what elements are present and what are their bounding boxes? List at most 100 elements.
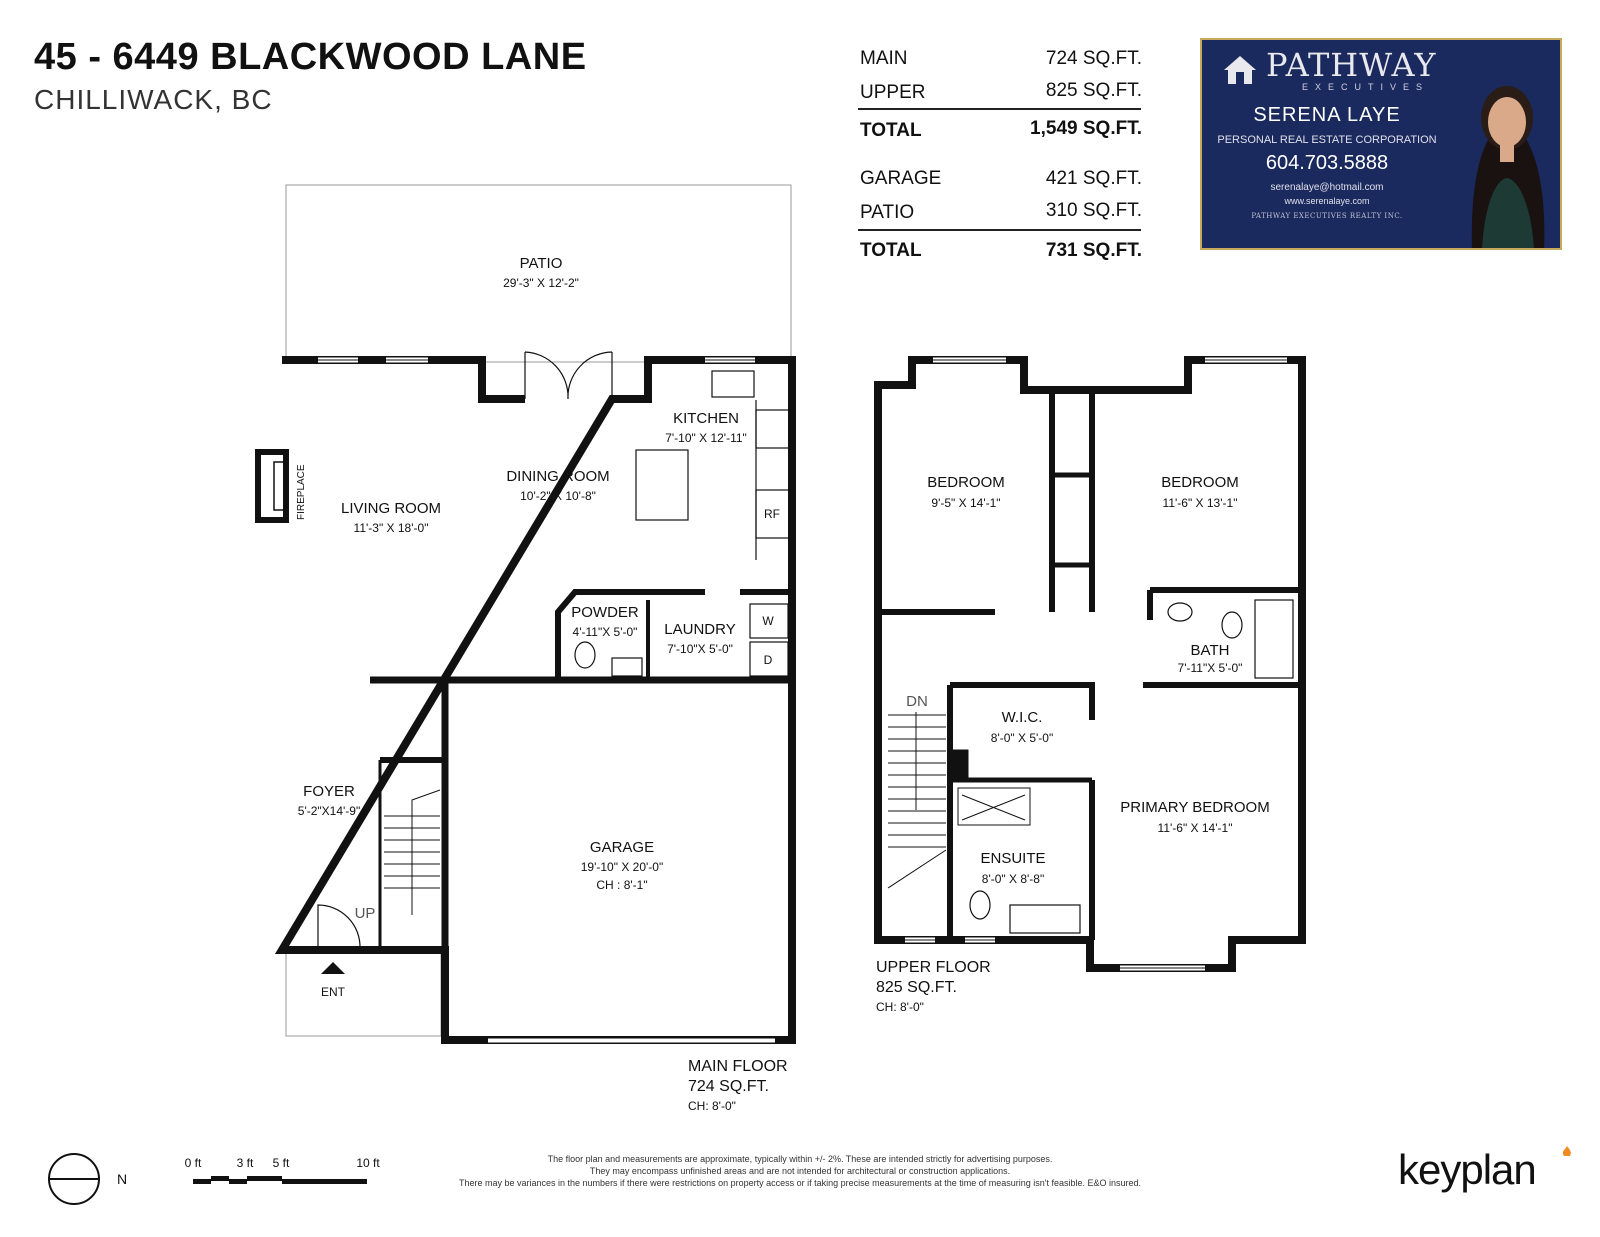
upper-floor-ceiling: CH: 8'-0" <box>876 1000 924 1014</box>
scale-label-3: 3 ft <box>237 1156 254 1170</box>
room-dims-wic: 8'-0" X 5'-0" <box>991 731 1053 745</box>
room-dims-living: 11'-3" X 18'-0" <box>354 521 429 535</box>
disclaimer-line-2: They may encompass unfinished areas and … <box>589 1166 1011 1176</box>
chase <box>949 749 969 781</box>
room-dims-primary-bedroom: 11'-6" X 14'-1" <box>1158 821 1233 835</box>
area-label-total2: TOTAL <box>860 240 922 261</box>
area-label-total1: TOTAL <box>860 120 922 141</box>
room-name-dining: DINING ROOM <box>506 468 609 485</box>
powder-wall <box>555 589 705 680</box>
fireplace-insert <box>273 461 287 511</box>
kitchen-range <box>755 409 791 449</box>
powder-sink <box>611 657 643 677</box>
area-value-total2: 731 SQ.FT. <box>1045 240 1142 261</box>
keyplan-flame-icon <box>1562 1146 1571 1156</box>
room-dims-garage: 19'-10" X 20'-0" <box>581 860 663 874</box>
upper-floor-area: 825 SQ.FT. <box>876 979 957 996</box>
area-value-total1: 1,549 SQ.FT. <box>1030 118 1142 139</box>
main-floor-ceiling: CH: 8'-0" <box>688 1099 736 1113</box>
dryer <box>749 641 789 677</box>
dn-label: DN <box>906 693 928 710</box>
room-name-living: LIVING ROOM <box>341 500 441 517</box>
room-ceiling-garage: CH : 8'-1" <box>596 878 647 892</box>
bath-sink <box>1167 602 1193 622</box>
agent-title: PERSONAL REAL ESTATE CORPORATION <box>1217 134 1437 146</box>
patio-door <box>524 351 613 400</box>
washer-label: W <box>762 614 774 628</box>
area-divider <box>858 108 1141 110</box>
agent-logo: PATHWAY <box>1266 46 1437 84</box>
room-name-powder: POWDER <box>571 604 639 621</box>
area-label-main: MAIN <box>860 48 908 69</box>
room-dims-bedroom-2: 11'-6" X 13'-1" <box>1163 496 1238 510</box>
room-name-wic: W.I.C. <box>1002 709 1043 726</box>
room-dims-laundry: 7'-10"X 5'-0" <box>667 642 733 656</box>
agent-phone: 604.703.5888 <box>1265 152 1389 174</box>
powder-toilet <box>574 641 596 669</box>
disclaimer: The floor plan and measurements are appr… <box>380 1153 1220 1189</box>
washer <box>749 603 789 639</box>
room-name-bedroom-1: BEDROOM <box>927 474 1005 491</box>
agent-name: SERENA LAYE <box>1253 104 1401 126</box>
property-address: 45 - 6449 BLACKWOOD LANE <box>34 36 587 78</box>
area-label-patio: PATIO <box>860 202 915 223</box>
area-value-garage: 421 SQ.FT. <box>1045 168 1142 189</box>
upper-stairs <box>887 712 947 889</box>
house-logo-icon <box>1224 56 1256 84</box>
room-name-foyer: FOYER <box>303 783 355 800</box>
closet-dividers <box>1052 472 1092 568</box>
north-label: N <box>117 1171 127 1187</box>
room-name-laundry: LAUNDRY <box>664 621 735 638</box>
entry-door <box>317 904 361 949</box>
bath-toilet <box>1221 611 1243 639</box>
wic-walls <box>950 682 1095 940</box>
upper-room-labels: BEDROOM 9'-5" X 14'-1" BEDROOM 11'-6" X … <box>876 474 1270 1014</box>
bathtub <box>1254 599 1294 679</box>
scale-bar: 0 ft 3 ft 5 ft 10 ft <box>185 1156 380 1184</box>
area-label-upper: UPPER <box>860 82 926 103</box>
area-value-patio: 310 SQ.FT. <box>1045 200 1142 221</box>
agent-email: serenalaye@hotmail.com <box>1270 182 1384 193</box>
disclaimer-line-1: The floor plan and measurements are appr… <box>547 1154 1053 1164</box>
upper-floor-plan <box>874 356 1306 972</box>
room-dims-foyer: 5'-2"X14'-9" <box>298 804 360 818</box>
porch-outline <box>285 949 442 1037</box>
main-room-labels: PATIO 29'-3" X 12'-2" KITCHEN 7'-10" X 1… <box>296 255 788 1113</box>
shower <box>957 787 1031 826</box>
bath-walls <box>1147 587 1302 620</box>
patio-outline <box>285 184 792 363</box>
kitchen-island <box>635 449 689 521</box>
main-exterior-walls <box>274 356 796 1044</box>
scale-label-0: 0 ft <box>185 1156 202 1170</box>
closet-walls <box>1049 390 1095 612</box>
area-value-main: 724 SQ.FT. <box>1045 48 1142 69</box>
upper-floor-title: UPPER FLOOR <box>876 959 991 976</box>
entry-arrow-icon <box>321 962 345 974</box>
room-name-garage: GARAGE <box>590 839 654 856</box>
room-name-primary-bedroom: PRIMARY BEDROOM <box>1120 799 1269 816</box>
main-floor-area: 724 SQ.FT. <box>688 1078 769 1095</box>
scale-label-10: 10 ft <box>356 1156 380 1170</box>
scale-label-5: 5 ft <box>273 1156 290 1170</box>
ensuite-toilet <box>969 890 991 920</box>
area-label-garage: GARAGE <box>860 168 942 189</box>
room-name-kitchen: KITCHEN <box>673 410 739 427</box>
property-city: CHILLIWACK, BC <box>34 84 273 115</box>
room-dims-kitchen: 7'-10" X 12'-11" <box>665 431 747 445</box>
keyplan-logo: keyplan <box>1398 1146 1537 1193</box>
agent-portrait <box>1471 86 1545 248</box>
main-floor-title: MAIN FLOOR <box>688 1058 788 1075</box>
area-value-upper: 825 SQ.FT. <box>1045 80 1142 101</box>
room-dims-bath: 7'-11"X 5'-0" <box>1178 661 1243 675</box>
dryer-label: D <box>764 653 773 667</box>
compass <box>48 1153 100 1205</box>
room-name-bedroom-2: BEDROOM <box>1161 474 1239 491</box>
room-dims-powder: 4'-11"X 5'-0" <box>573 625 638 639</box>
agent-website: www.serenalaye.com <box>1284 196 1370 206</box>
area-divider-2 <box>858 229 1141 231</box>
room-dims-ensuite: 8'-0" X 8'-8" <box>982 872 1044 886</box>
room-dims-bedroom-1: 9'-5" X 14'-1" <box>931 496 1000 510</box>
upper-windows <box>905 359 1287 969</box>
main-floor-plan <box>255 184 796 1044</box>
rf-label: RF <box>764 507 780 521</box>
